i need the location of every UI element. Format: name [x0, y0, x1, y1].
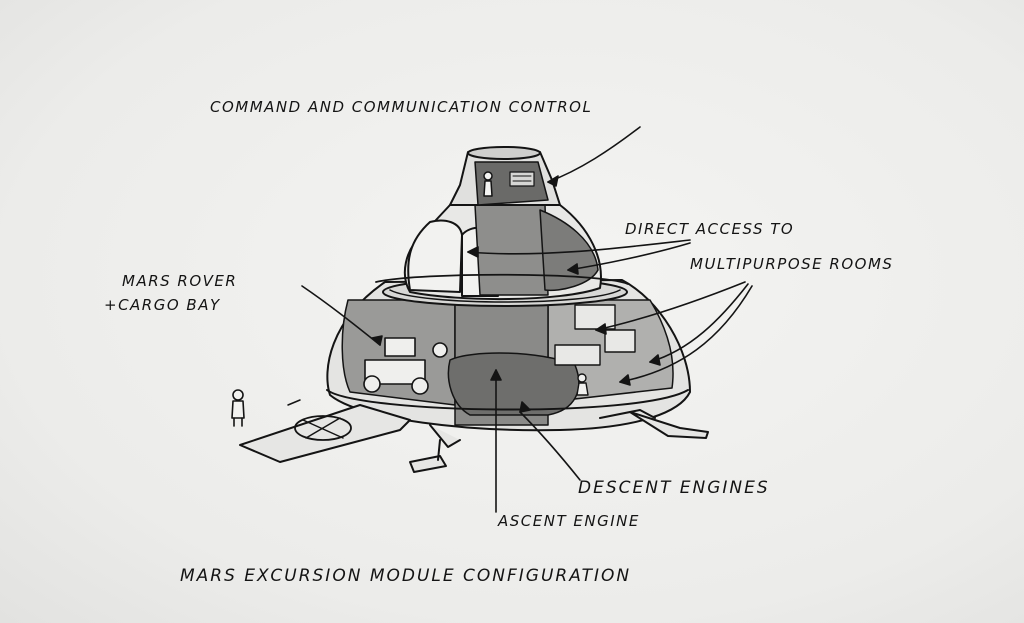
mars-rover: [363, 337, 448, 395]
central-shaft-upper: [474, 204, 549, 296]
label-multipurpose-rooms: MULTIPURPOSE ROOMS: [690, 255, 894, 273]
docking-hatch: [467, 146, 541, 160]
cargo-ramp: [239, 404, 411, 463]
landing-legs: [409, 409, 709, 473]
label-cargo-bay: +CARGO BAY: [104, 296, 221, 314]
label-command-control: COMMAND AND COMMUNICATION CONTROL: [210, 98, 593, 116]
astronaut-figure-command: [483, 171, 493, 197]
label-ascent-engine: ASCENT ENGINE: [498, 512, 640, 530]
figure-caption: MARS EXCURSION MODULE CONFIGURATION: [180, 566, 632, 586]
astronaut-figure-room: [576, 373, 589, 396]
access-room-shading: [539, 209, 599, 292]
tank-left: [407, 219, 463, 293]
multipurpose-equipment: [554, 304, 636, 366]
label-mars-rover: MARS ROVER: [122, 272, 238, 290]
ramp-target-mark: [294, 415, 352, 441]
astronaut-figure-outside: [231, 389, 245, 427]
label-direct-access: DIRECT ACCESS TO: [625, 220, 795, 238]
arrowheads: [371, 175, 661, 413]
label-descent-engines: DESCENT ENGINES: [578, 478, 770, 498]
